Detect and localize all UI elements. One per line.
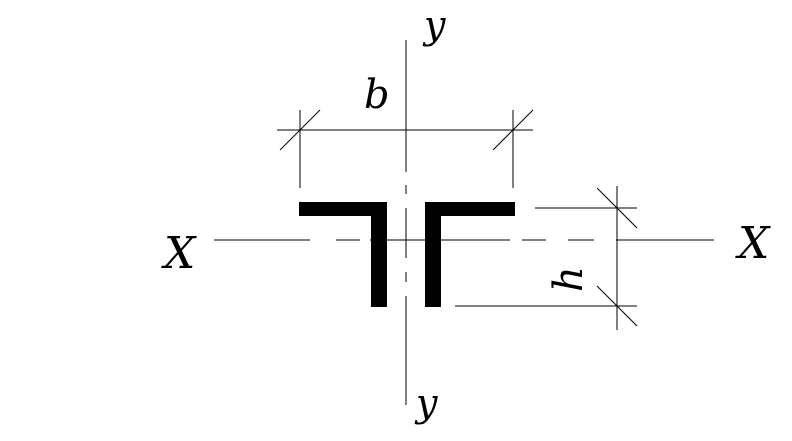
y-axis-label-top: y — [422, 3, 446, 47]
x-axis-label-right: X — [735, 218, 771, 269]
height-label: h — [546, 266, 592, 292]
x-axis-label-left: X — [161, 228, 197, 279]
right-angle-section — [425, 202, 515, 307]
width-dimension — [277, 109, 534, 188]
left-angle-section — [299, 202, 387, 307]
height-dimension — [455, 186, 638, 330]
y-axis-label-bottom: y — [414, 381, 438, 425]
width-label: b — [364, 72, 390, 118]
